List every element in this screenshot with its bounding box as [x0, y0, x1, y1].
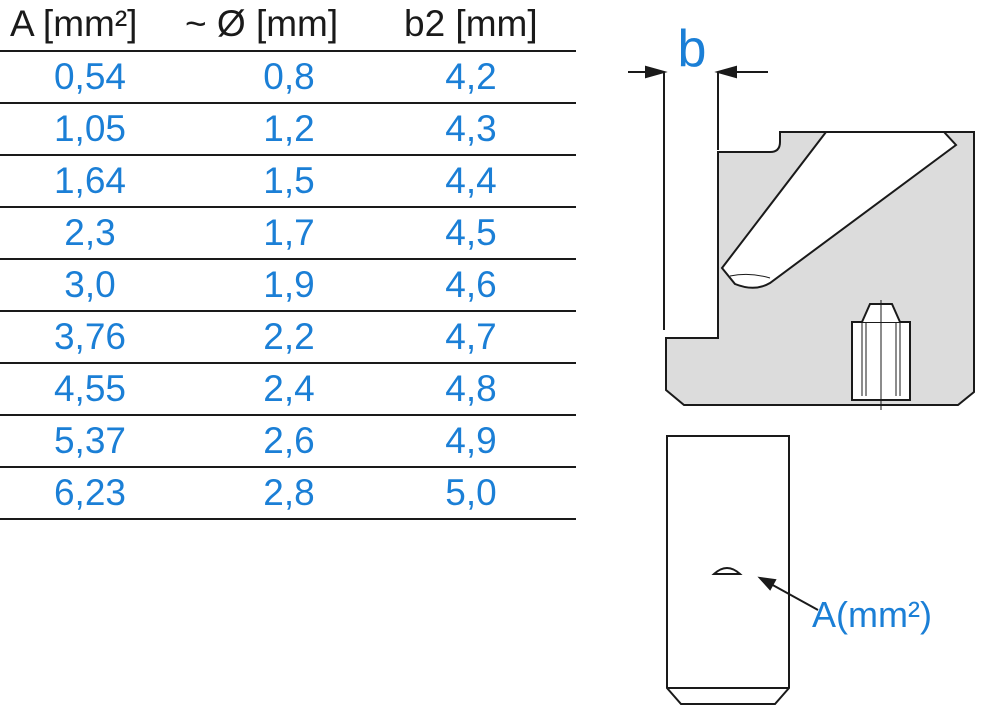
table-header: A [mm²] ~ Ø [mm] b2 [mm]	[0, 0, 576, 52]
table-row: 5,37 2,6 4,9	[0, 416, 576, 468]
diameter-value: 1,7	[263, 212, 315, 253]
area-label: A(mm²)	[812, 594, 932, 635]
table-row: 0,54 0,8 4,2	[0, 52, 576, 104]
table-row: 1,05 1,2 4,3	[0, 104, 576, 156]
b2-value: 4,8	[445, 368, 497, 409]
b2-value: 4,9	[445, 420, 497, 461]
diameter-value: 2,2	[263, 316, 315, 357]
table-row: 2,3 1,7 4,5	[0, 208, 576, 260]
area-value: 3,76	[53, 316, 126, 357]
table-row: 3,0 1,9 4,6	[0, 260, 576, 312]
area-value: 3,0	[64, 264, 116, 305]
b2-value: 4,2	[445, 56, 497, 97]
table-row: 4,55 2,4 4,8	[0, 364, 576, 416]
diameter-value: 1,9	[263, 264, 315, 305]
diameter-value: 1,2	[263, 108, 315, 149]
screw-hole	[851, 300, 911, 410]
header-b2: b2 [mm]	[404, 3, 538, 44]
area-value: 0,54	[53, 56, 126, 97]
area-leader	[757, 576, 819, 611]
area-value: 2,3	[64, 212, 116, 253]
area-value: 4,55	[53, 368, 126, 409]
b2-value: 4,5	[445, 212, 497, 253]
b2-value: 5,0	[445, 472, 497, 513]
header-diameter: ~ Ø [mm]	[185, 3, 339, 44]
die-block	[665, 131, 975, 410]
b2-value: 4,4	[445, 160, 497, 201]
b2-value: 4,3	[445, 108, 497, 149]
b2-value: 4,6	[445, 264, 497, 305]
header-area: A [mm²]	[10, 3, 138, 44]
diameter-value: 1,5	[263, 160, 315, 201]
area-value: 5,37	[53, 420, 126, 461]
area-value: 1,64	[53, 160, 126, 201]
diameter-value: 0,8	[263, 56, 315, 97]
diameter-value: 2,4	[263, 368, 315, 409]
b-dimension-label: b	[678, 20, 707, 78]
table-body: 0,54 0,8 4,2 1,05 1,2 4,3 1,64 1,5 4,4 2,3 1,7 4,5 3…	[0, 52, 576, 520]
indent-tool	[666, 435, 790, 705]
table-row: 1,64 1,5 4,4	[0, 156, 576, 208]
table-row: 3,76 2,2 4,7	[0, 312, 576, 364]
area-value: 1,05	[53, 108, 126, 149]
b-dimension	[628, 65, 768, 330]
b2-value: 4,7	[445, 316, 497, 357]
diameter-value: 2,6	[263, 420, 315, 461]
diameter-value: 2,8	[263, 472, 315, 513]
area-value: 6,23	[53, 472, 126, 513]
table-row: 6,23 2,8 5,0	[0, 468, 576, 520]
